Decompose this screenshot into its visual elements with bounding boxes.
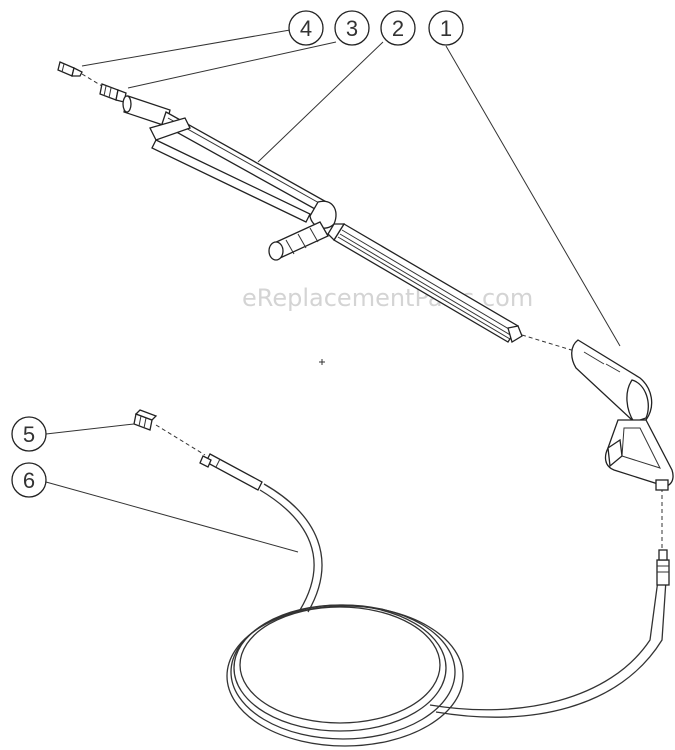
hose-left-ferrule <box>199 453 263 491</box>
callout-5: 5 <box>11 416 135 452</box>
connector-lance-gun <box>521 334 579 353</box>
callout-1: 1 <box>428 10 621 347</box>
nozzle-tip <box>57 61 83 77</box>
center-mark-icon <box>319 359 325 365</box>
callout-4: 4 <box>81 10 324 67</box>
connector-coupler-hose <box>155 424 206 456</box>
svg-text:3: 3 <box>346 16 358 41</box>
callout-6: 6 <box>11 462 299 553</box>
nozzle-adapter <box>99 83 127 103</box>
watermark: eReplacementParts.com <box>242 284 533 312</box>
trigger-gun <box>571 339 674 491</box>
svg-text:2: 2 <box>392 16 404 41</box>
svg-text:1: 1 <box>440 16 452 41</box>
connector-tip-adapter <box>81 73 103 87</box>
quick-coupler <box>133 409 158 431</box>
svg-text:5: 5 <box>23 422 35 447</box>
svg-text:4: 4 <box>300 16 312 41</box>
hose-right-ferrule <box>656 549 670 586</box>
callout-3: 3 <box>127 10 370 89</box>
hose-coil <box>226 483 667 747</box>
callout-2: 2 <box>257 10 416 163</box>
svg-text:6: 6 <box>23 468 35 493</box>
spray-lance <box>122 95 523 343</box>
